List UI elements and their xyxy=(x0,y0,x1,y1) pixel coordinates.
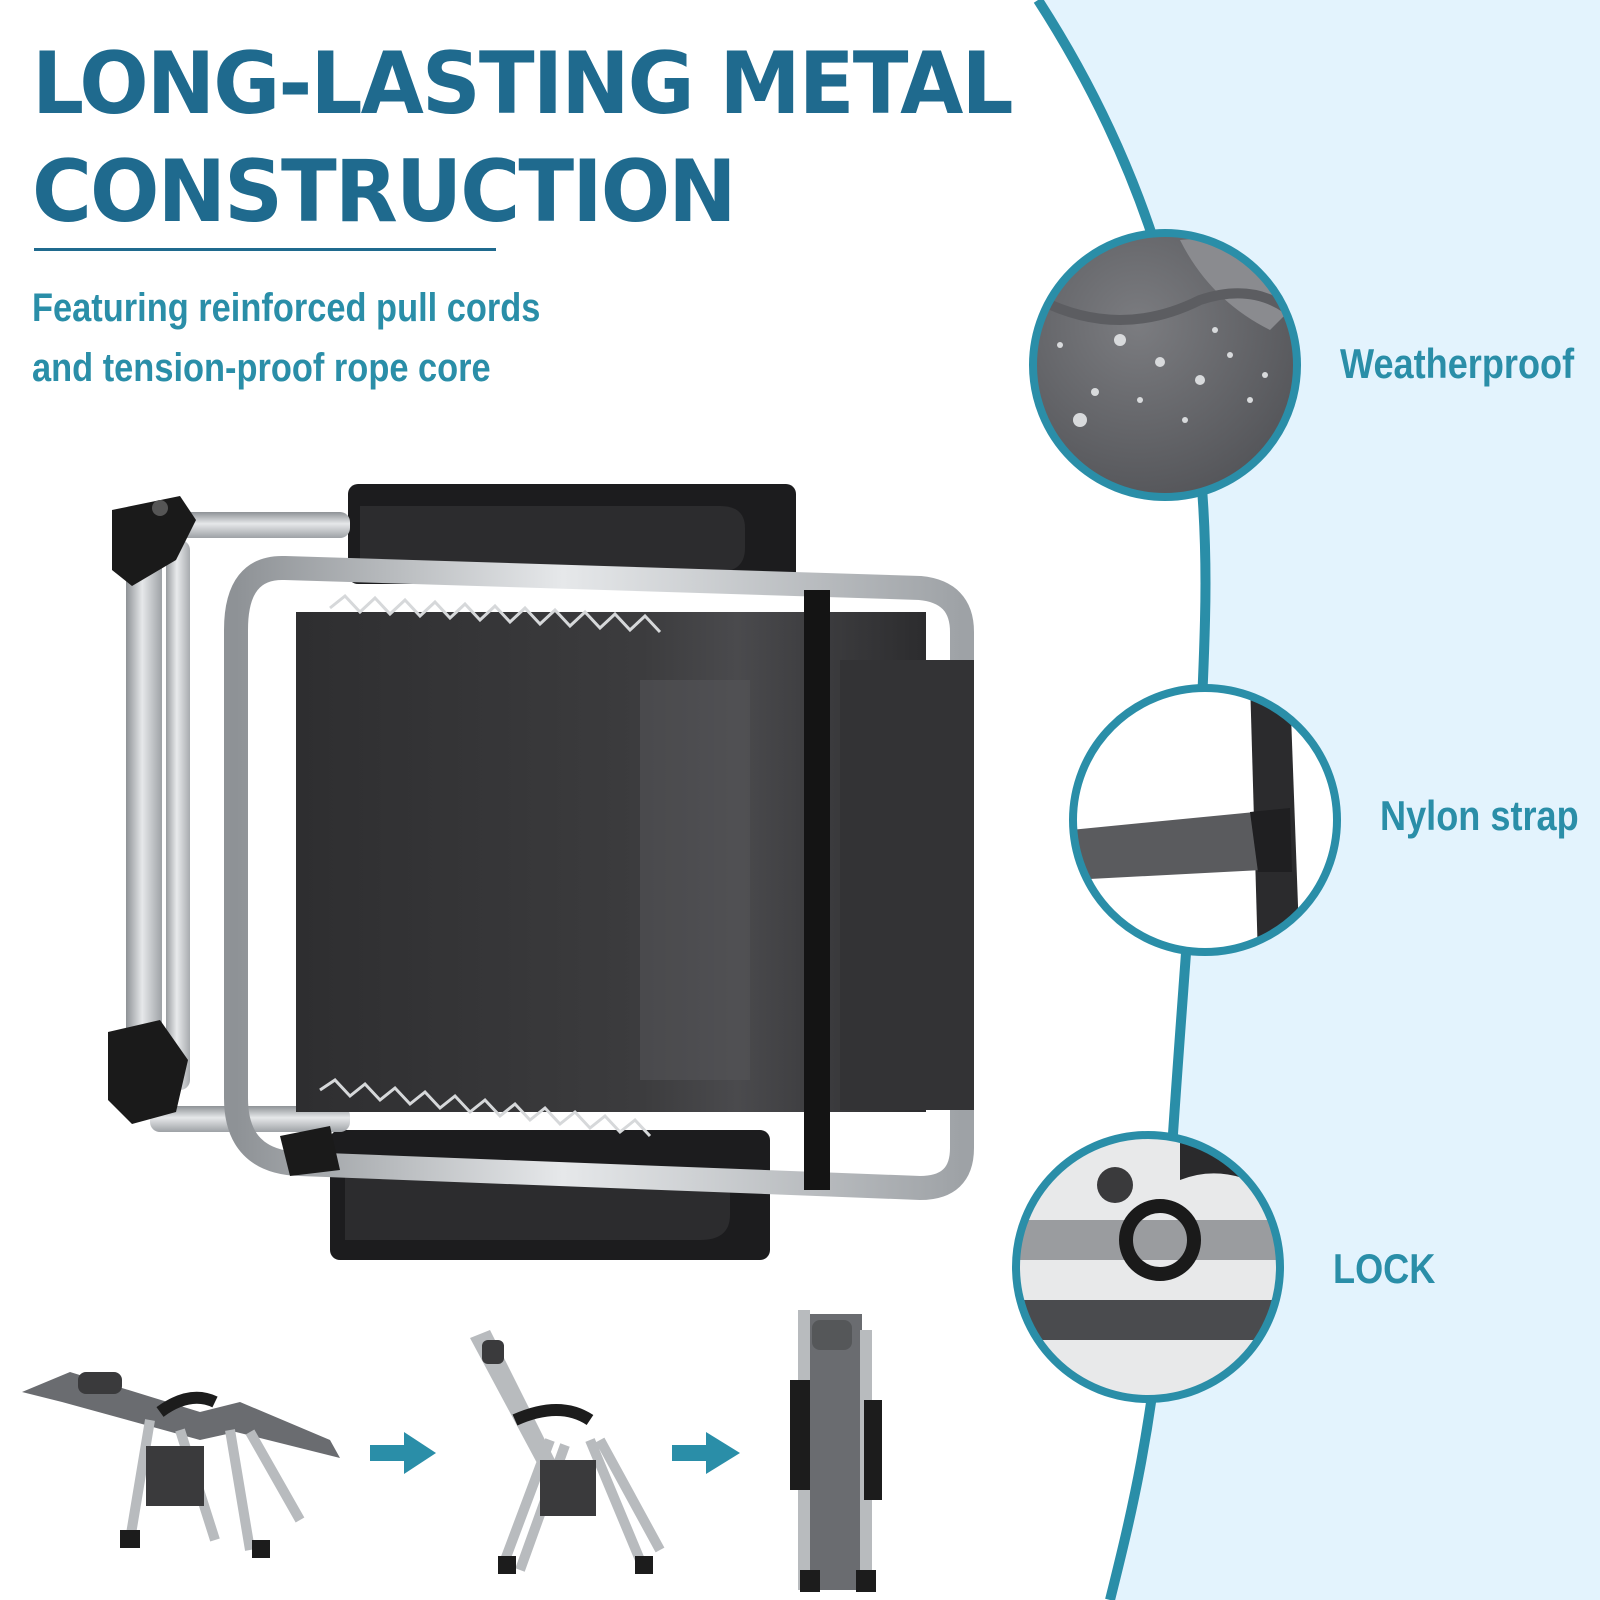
subheadline: Featuring reinforced pull cords and tens… xyxy=(32,278,540,398)
feature-label-lock: LOCK xyxy=(1333,1245,1436,1292)
upright-chair-image xyxy=(470,1330,665,1574)
folded-chair-small-image xyxy=(790,1310,882,1592)
title-line-2: CONSTRUCTION xyxy=(32,142,737,242)
title-line-1: LONG-LASTING METAL xyxy=(32,34,1014,134)
water-droplets-icon xyxy=(1033,233,1297,497)
feature-label-nylon-strap: Nylon strap xyxy=(1380,792,1579,839)
arrow-right-icon xyxy=(672,1432,740,1474)
arrow-right-icon xyxy=(370,1432,436,1474)
title-underline xyxy=(34,248,496,251)
subheadline-line-2: and tension-proof rope core xyxy=(32,346,491,390)
subheadline-line-1: Featuring reinforced pull cords xyxy=(32,286,541,330)
page-title: LONG-LASTING METAL CONSTRUCTION xyxy=(32,30,1014,246)
feature-label-weatherproof: Weatherproof xyxy=(1340,340,1575,387)
nylon-strap-icon xyxy=(1073,688,1337,952)
reclined-chair-image xyxy=(22,1372,340,1558)
